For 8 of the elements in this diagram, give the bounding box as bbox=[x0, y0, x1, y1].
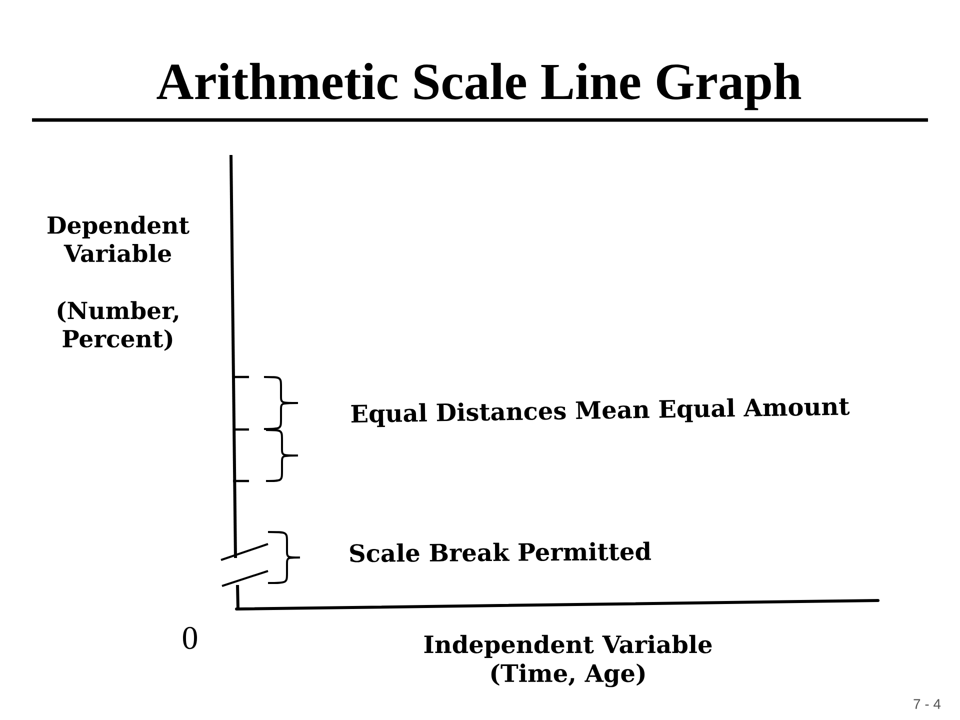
title: Arithmetic Scale Line Graph bbox=[156, 62, 802, 110]
axis-label: Independent Variable (Time, Age) bbox=[424, 634, 712, 688]
page-number: 7 - 4 bbox=[914, 699, 941, 709]
annotation: Equal Distances Mean Equal Amount bbox=[351, 398, 850, 428]
origin-label: 0 bbox=[183, 626, 197, 650]
axis-label: (Number, Percent) bbox=[58, 301, 178, 351]
annotation: Scale Break Permitted bbox=[350, 542, 652, 562]
axis-label: Dependent Variable bbox=[48, 216, 190, 262]
